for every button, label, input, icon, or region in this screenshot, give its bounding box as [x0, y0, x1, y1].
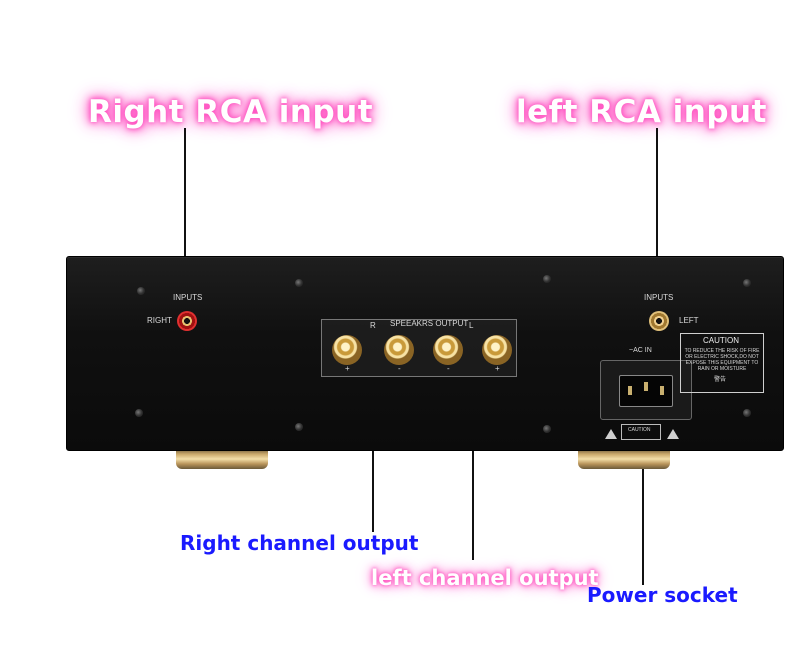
- right-rca-input-callout: Right RCA input: [88, 94, 374, 130]
- left-channel-output-callout: left channel output: [371, 566, 599, 590]
- screw-icon: [743, 279, 751, 287]
- ac-in-label: ~AC IN: [629, 347, 652, 354]
- left-minus-sign: -: [447, 364, 450, 373]
- right-foot: [578, 449, 670, 469]
- warning-triangle-icon: [667, 429, 679, 439]
- warning-triangle-icon: [605, 429, 617, 439]
- inputs-label-left: INPUTS: [173, 293, 203, 302]
- left-plus-binding-post[interactable]: [482, 335, 512, 365]
- screw-icon: [543, 275, 551, 283]
- power-socket-callout: Power socket: [587, 583, 738, 607]
- left-rca-input-callout: left RCA input: [516, 94, 767, 130]
- speaker-output-panel: SPEEAKRS OUTPUT R L + - - +: [321, 319, 517, 377]
- power-socket-plate: [600, 360, 692, 420]
- small-caution-text: CAUTION: [628, 427, 651, 433]
- socket-pin: [628, 386, 632, 395]
- power-socket-leader-line: [642, 395, 644, 585]
- caution-text: TO REDUCE THE RISK OF FIRE OR ELECTRIC S…: [684, 348, 760, 372]
- small-caution-label: CAUTION: [621, 424, 661, 440]
- right-rca-jack[interactable]: [177, 311, 197, 331]
- caution-title: CAUTION: [703, 336, 739, 345]
- screw-icon: [743, 409, 751, 417]
- speaker-r-label: R: [370, 321, 376, 330]
- left-minus-binding-post[interactable]: [433, 335, 463, 365]
- right-rca-leader-line: [184, 128, 186, 310]
- warning-cn: 警告: [714, 377, 727, 383]
- left-rca-jack[interactable]: [649, 311, 669, 331]
- right-minus-sign: -: [398, 364, 401, 373]
- left-label: LEFT: [679, 316, 699, 325]
- right-plus-binding-post[interactable]: [332, 335, 362, 365]
- socket-pin: [660, 386, 664, 395]
- left-foot: [176, 449, 268, 469]
- screw-icon: [295, 279, 303, 287]
- right-minus-binding-post[interactable]: [384, 335, 414, 365]
- screw-icon: [295, 423, 303, 431]
- right-channel-output-callout: Right channel output: [180, 531, 419, 555]
- caution-label: CAUTION TO REDUCE THE RISK OF FIRE OR EL…: [680, 333, 764, 393]
- left-rca-leader-line: [656, 128, 658, 310]
- screw-icon: [135, 409, 143, 417]
- screw-icon: [543, 425, 551, 433]
- socket-pin: [644, 382, 648, 391]
- left-channel-leader-line: [472, 360, 474, 560]
- right-plus-sign: +: [345, 364, 350, 373]
- left-plus-sign: +: [495, 364, 500, 373]
- screw-icon: [137, 287, 145, 295]
- speaker-l-label: L: [469, 321, 474, 330]
- speakers-output-label: SPEEAKRS OUTPUT: [390, 319, 469, 328]
- right-label: RIGHT: [147, 316, 172, 325]
- inputs-label-right: INPUTS: [644, 293, 674, 302]
- iec-power-socket[interactable]: [619, 375, 673, 407]
